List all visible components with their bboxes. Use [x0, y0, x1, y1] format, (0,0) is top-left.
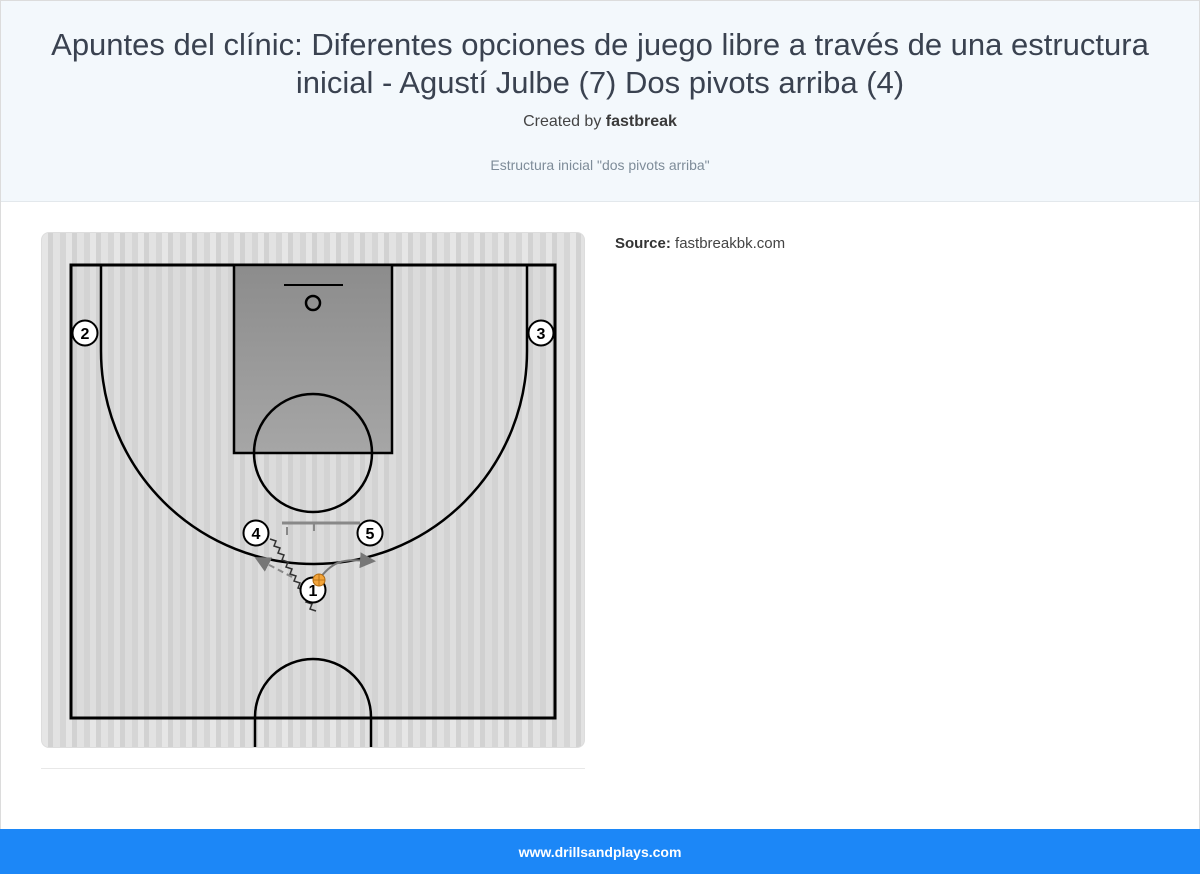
page-title: Apuntes del clínic: Diferentes opciones … [51, 27, 1149, 100]
created-by-label: Created by [523, 113, 602, 130]
court-diagram: 2 3 4 5 1 [41, 232, 585, 748]
diagram-subtitle: Estructura inicial "dos pivots arriba" [490, 157, 710, 173]
player-1-label: 1 [309, 583, 318, 600]
content-divider [41, 768, 585, 769]
player-3: 3 [527, 319, 555, 347]
player-2-label: 2 [81, 326, 90, 343]
cut-path [254, 557, 293, 578]
author-line: Created by fastbreak [1, 113, 1199, 131]
center-circle [253, 657, 373, 747]
basket-rim [304, 294, 322, 312]
paint-area [232, 263, 394, 455]
source-label: Source: [615, 235, 671, 252]
ball-icon [312, 573, 326, 587]
page-header: Apuntes del clínic: Diferentes opciones … [1, 1, 1199, 202]
source-value: fastbreakbk.com [675, 235, 786, 252]
player-3-label: 3 [537, 326, 546, 343]
source-line: Source: fastbreakbk.com [615, 235, 785, 252]
three-point-line [99, 265, 529, 566]
page-footer: www.drillsandplays.com [0, 829, 1200, 874]
player-5: 5 [356, 519, 384, 547]
player-5-label: 5 [366, 526, 375, 543]
player-2: 2 [71, 319, 99, 347]
court-svg: 2 3 4 5 1 [42, 233, 584, 747]
player-4: 4 [242, 519, 270, 547]
author-name[interactable]: fastbreak [605, 113, 677, 130]
footer-link[interactable]: www.drillsandplays.com [518, 844, 682, 860]
free-throw-circle [252, 392, 374, 514]
player-4-label: 4 [252, 526, 261, 543]
